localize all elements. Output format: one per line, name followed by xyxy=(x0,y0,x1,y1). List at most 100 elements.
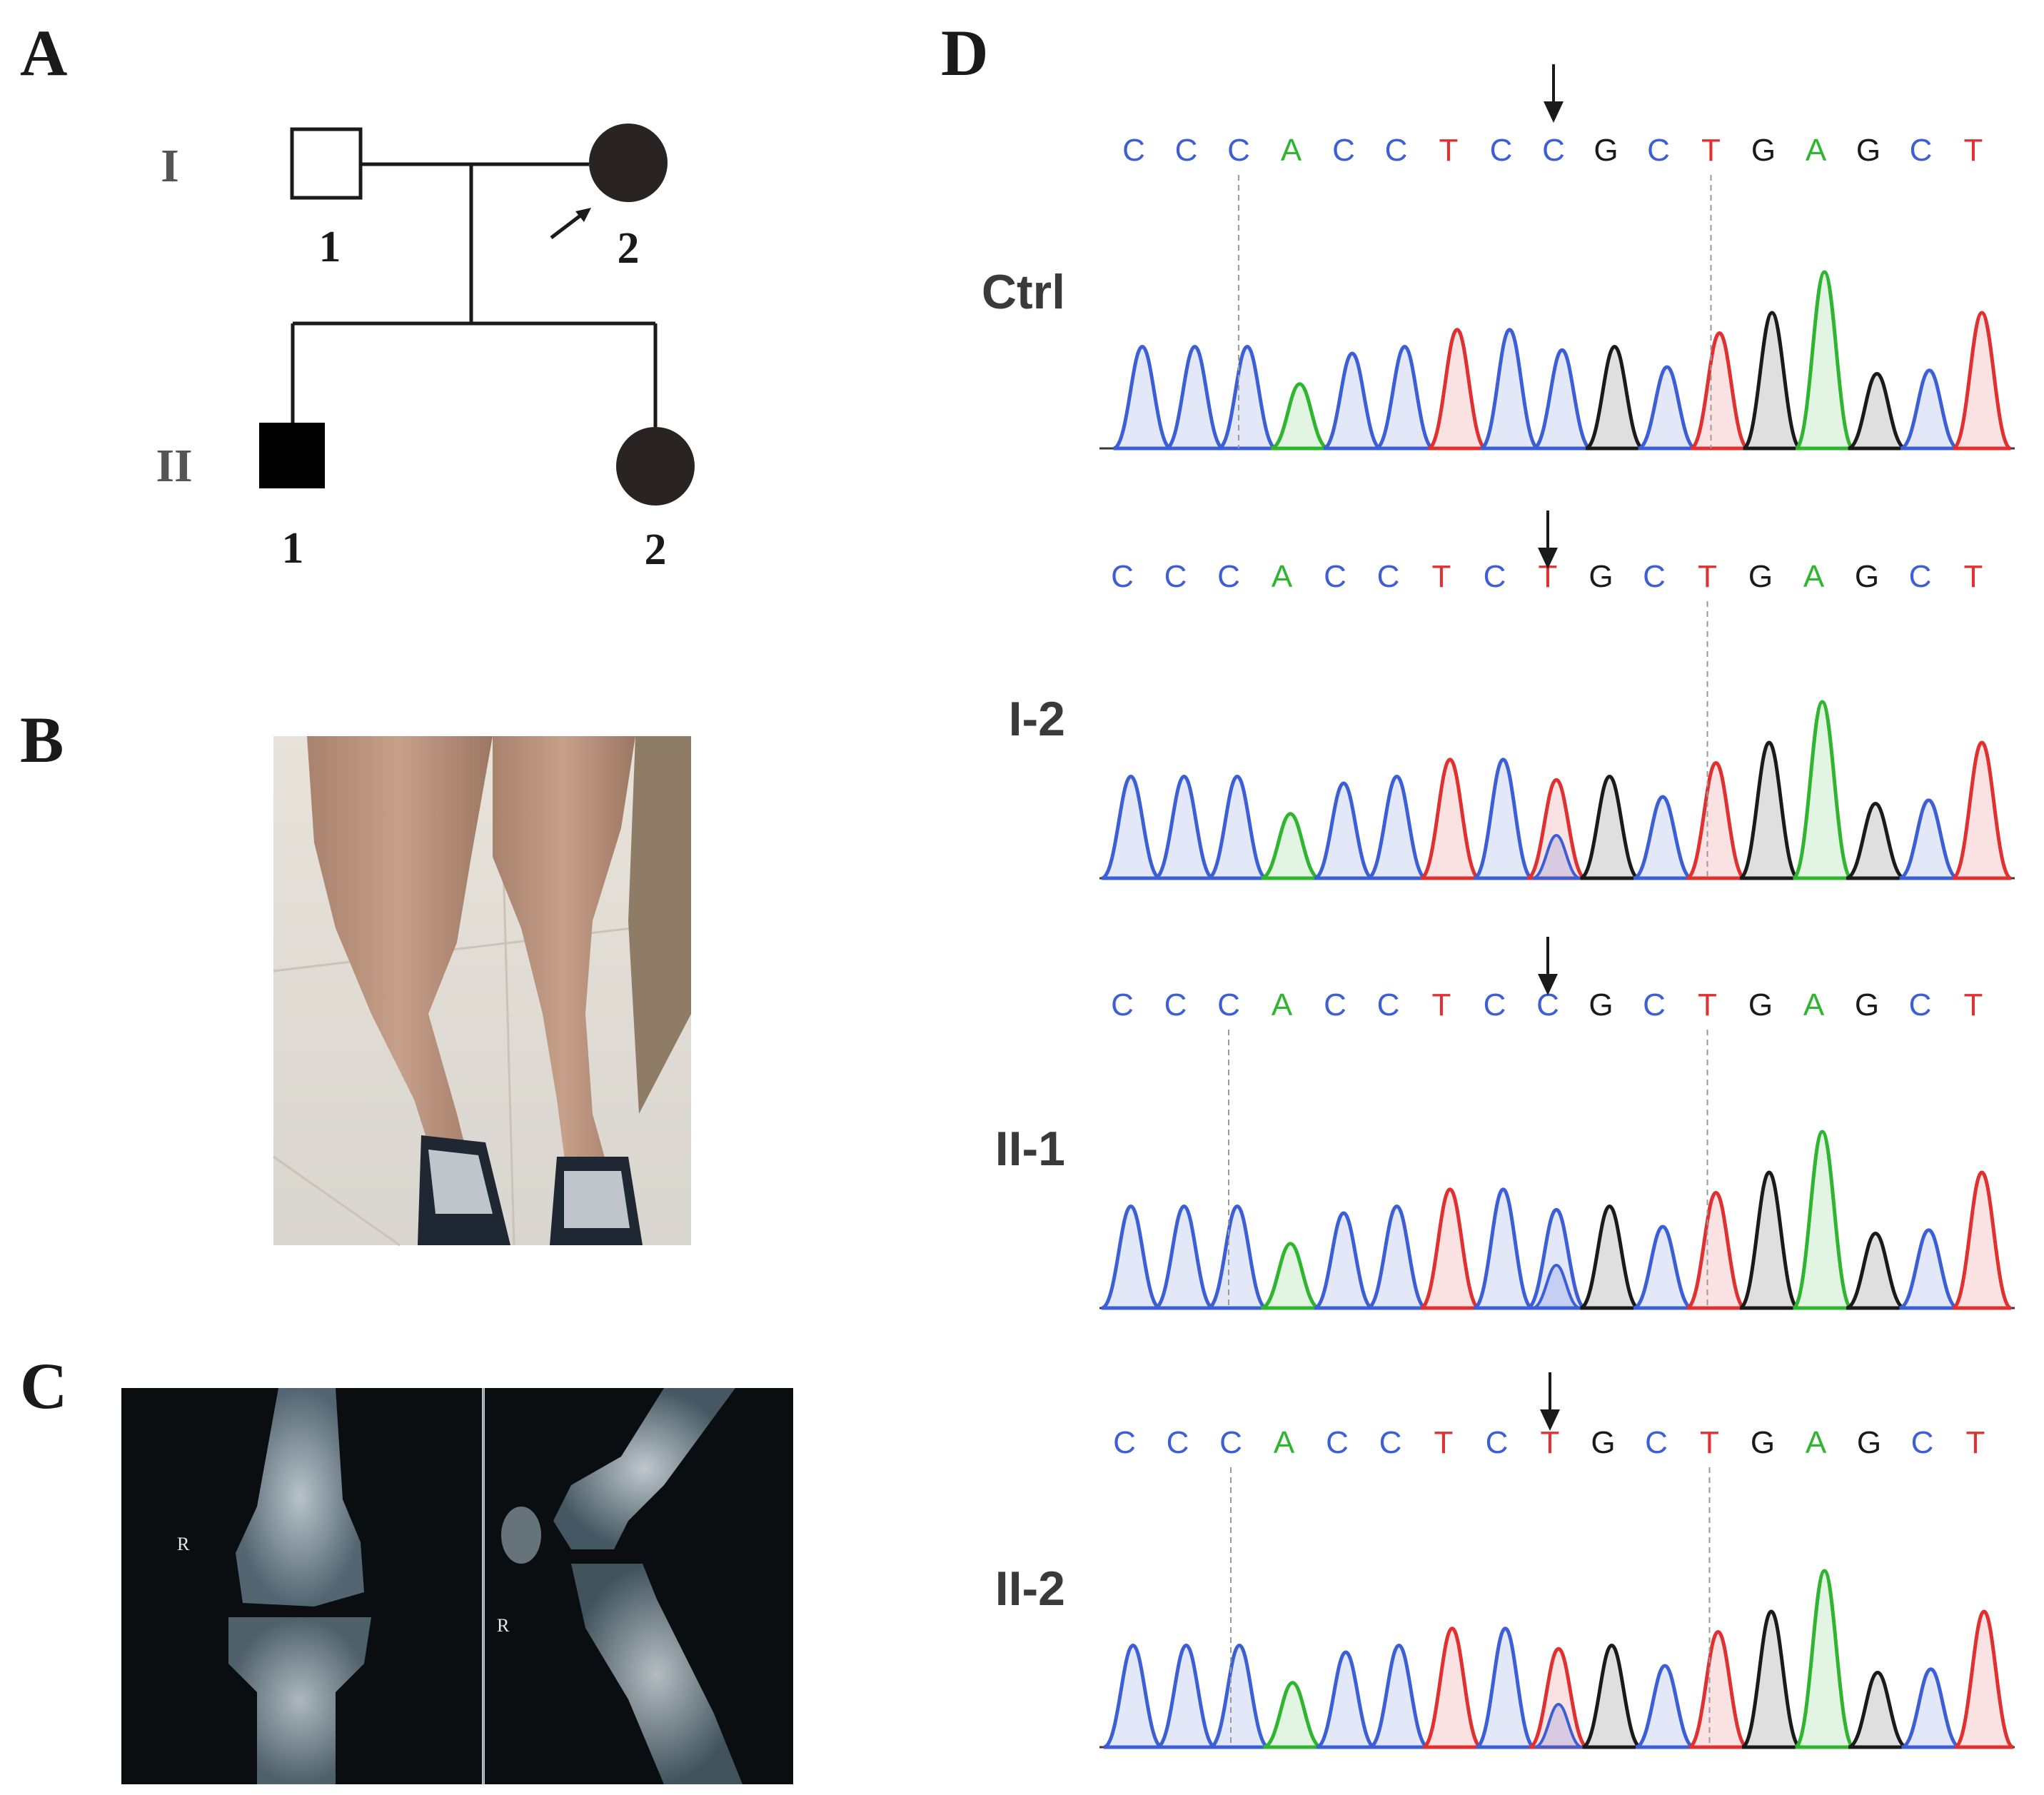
base-call-letter: C xyxy=(1645,1425,1668,1460)
trace-peak-T xyxy=(1951,1170,2013,1310)
base-call-letter: C xyxy=(1324,559,1346,594)
base-call-letter: C xyxy=(1111,987,1134,1022)
generation-label-i: I xyxy=(161,140,179,192)
base-call-letter: T xyxy=(1964,987,1983,1022)
trace-peak-G xyxy=(1581,1643,1642,1749)
trace-peak-A xyxy=(1260,812,1321,880)
trace-peak-C xyxy=(1313,1211,1374,1310)
trace-peak-G xyxy=(1579,774,1640,880)
base-call-letter: C xyxy=(1643,987,1666,1022)
base-call-letter: T xyxy=(1966,1425,1985,1460)
trace-peak-T xyxy=(1689,331,1750,451)
base-call-letter: G xyxy=(1751,1425,1775,1460)
base-call-letter: C xyxy=(1217,559,1240,594)
trace-peak-G xyxy=(1848,1670,1908,1749)
trace-peak-C xyxy=(1900,1667,1961,1749)
base-call-letter: G xyxy=(1856,133,1881,168)
trace-peak-T xyxy=(1427,328,1487,451)
variant-arrow-head xyxy=(1538,974,1558,995)
individual-number-ii1: 1 xyxy=(282,524,304,573)
proband-arrow-head xyxy=(575,208,591,222)
base-call-letter: G xyxy=(1751,133,1776,168)
base-call-letter: C xyxy=(1385,133,1408,168)
trace-peak-C xyxy=(1526,1207,1587,1310)
trace-peak-T xyxy=(1419,758,1481,880)
base-call-letter: C xyxy=(1490,133,1513,168)
base-call-letter: T xyxy=(1698,987,1717,1022)
trace-peak-A xyxy=(1260,1242,1321,1310)
base-call-letter: C xyxy=(1542,133,1565,168)
base-call-letter: C xyxy=(1227,133,1250,168)
trace-peak-C xyxy=(1900,368,1959,451)
trace-peak-C xyxy=(1217,344,1277,451)
trace-peak-C xyxy=(1100,1204,1162,1310)
base-call-letter: A xyxy=(1281,133,1302,168)
base-call-letter: G xyxy=(1748,987,1773,1022)
base-call-letter: A xyxy=(1274,1425,1295,1460)
base-call-letter: C xyxy=(1175,133,1198,168)
generation-label-ii: II xyxy=(156,440,192,492)
trace-peak-C xyxy=(1315,1650,1376,1749)
base-call-letter: C xyxy=(1486,1425,1509,1460)
trace-peak-C xyxy=(1366,774,1427,880)
base-call-letter: C xyxy=(1484,559,1506,594)
base-call-letter: C xyxy=(1379,1425,1402,1460)
base-call-letter: C xyxy=(1164,559,1187,594)
trace-peak-T xyxy=(1953,1609,2015,1749)
sample-label: Ctrl xyxy=(982,265,1065,319)
base-call-letter: C xyxy=(1909,559,1932,594)
trace-peak-T xyxy=(1528,1646,1589,1749)
base-call-letter: C xyxy=(1217,987,1240,1022)
base-call-letter: C xyxy=(1111,559,1134,594)
trace-peak-C xyxy=(1473,758,1534,880)
sample-label: I-2 xyxy=(1009,692,1065,746)
trace-peak-C xyxy=(1112,344,1172,451)
tibia-ap xyxy=(228,1617,371,1784)
base-call-letter: G xyxy=(1857,1425,1881,1460)
trace-peak-secondary xyxy=(1531,1263,1581,1309)
trace-peak-G xyxy=(1846,1231,1905,1310)
base-call-letter: A xyxy=(1806,133,1827,168)
trace-peak-T xyxy=(1421,1626,1483,1749)
left-leg xyxy=(493,736,635,1182)
base-call-letter: T xyxy=(1434,1425,1454,1460)
base-call-letter: T xyxy=(1541,1425,1560,1460)
trace-peak-T xyxy=(1688,1629,1748,1749)
base-call-letter: G xyxy=(1591,1425,1615,1460)
trace-peak-C xyxy=(1100,774,1162,880)
base-call-letter: G xyxy=(1594,133,1618,168)
leg-photo xyxy=(273,735,692,1247)
base-call-letter: C xyxy=(1113,1425,1136,1460)
individual-number-i1: 1 xyxy=(319,223,341,271)
trace-peak-A xyxy=(1262,1681,1323,1749)
base-call-letter: C xyxy=(1326,1425,1349,1460)
base-call-letter: C xyxy=(1332,133,1355,168)
panel-label-c: C xyxy=(20,1349,68,1422)
base-call-letter: C xyxy=(1122,133,1145,168)
trace-peak-A xyxy=(1792,700,1853,880)
trace-peak-C xyxy=(1635,1664,1695,1749)
xray-marker-r-lateral: R xyxy=(497,1615,510,1636)
chair-leg xyxy=(628,736,691,1114)
trace-peak-A xyxy=(1794,270,1855,451)
trace-peak-C xyxy=(1154,1204,1214,1310)
base-call-letter: A xyxy=(1272,559,1293,594)
base-call-letter: G xyxy=(1589,559,1613,594)
knee-xray: R R xyxy=(121,1388,793,1784)
sample-label: II-2 xyxy=(995,1562,1065,1616)
variant-arrow-head xyxy=(1538,548,1558,569)
trace-peak-G xyxy=(1738,740,1800,880)
panel-label-d: D xyxy=(941,16,989,89)
trace-peak-C xyxy=(1366,1204,1427,1310)
trace-peak-C xyxy=(1473,1187,1534,1310)
trace-peak-secondary xyxy=(1531,833,1581,880)
trace-peak-A xyxy=(1794,1569,1855,1749)
trace-peak-G xyxy=(1579,1204,1640,1310)
base-call-letter: C xyxy=(1910,133,1933,168)
trace-peak-C xyxy=(1479,328,1540,451)
trace-peak-C xyxy=(1898,798,1959,880)
trace-peak-C xyxy=(1633,1225,1693,1310)
